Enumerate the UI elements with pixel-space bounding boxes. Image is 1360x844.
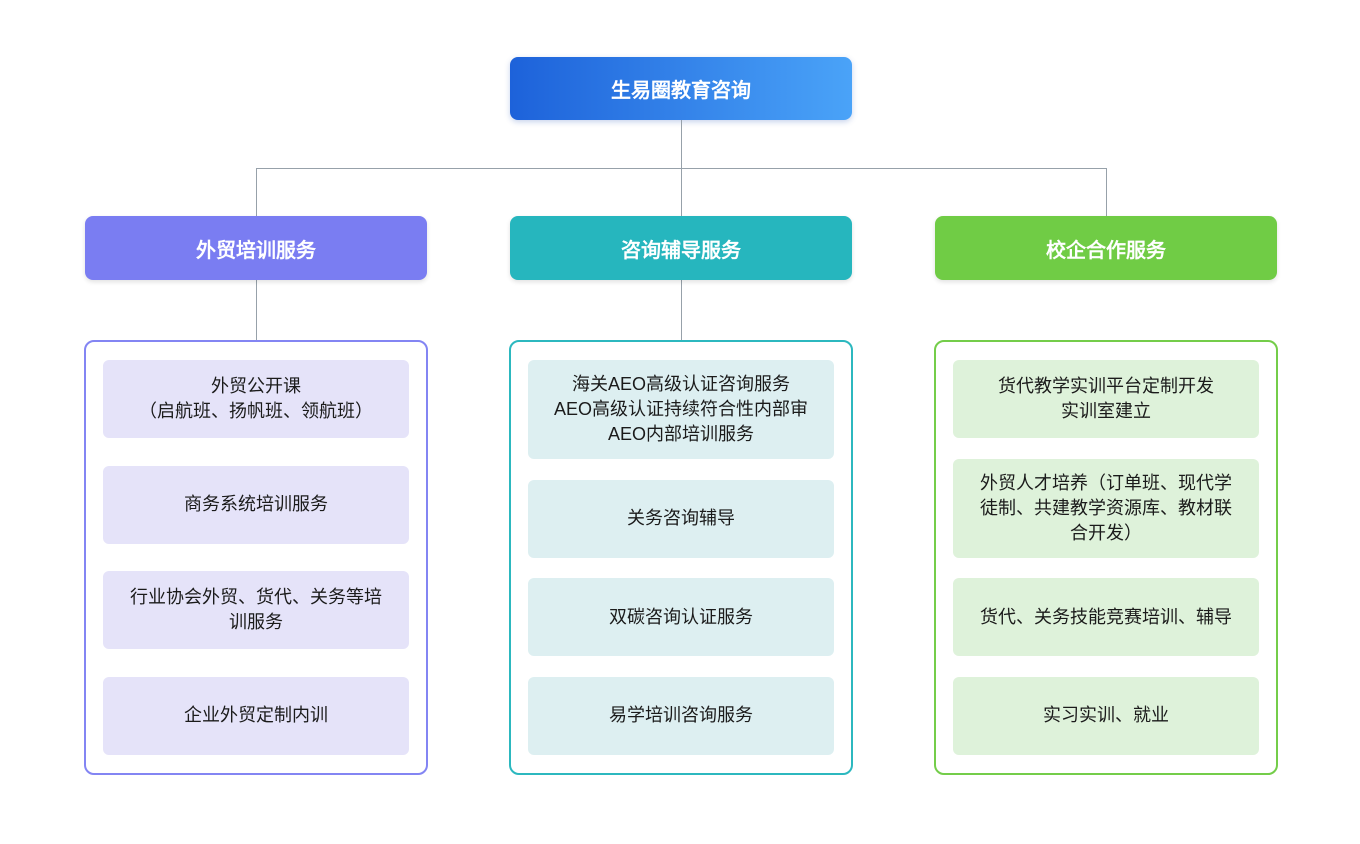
- branch-header-school-enterprise-coop: 校企合作服务: [935, 216, 1277, 280]
- connector-drop-branch-2: [681, 168, 682, 216]
- leaf-item: 实习实训、就业: [953, 676, 1259, 755]
- leaf-item: 易学培训咨询服务: [528, 676, 834, 755]
- root-node-label: 生易圈教育咨询: [611, 80, 751, 102]
- branch-header-label: 校企合作服务: [1046, 239, 1166, 262]
- connector-root-down: [681, 120, 682, 168]
- leaf-item: 外贸人才培养（订单班、现代学徒制、共建教学资源库、教材联合开发）: [953, 458, 1259, 558]
- leaf-item: 双碳咨询认证服务: [528, 578, 834, 657]
- branch-header-foreign-trade-training: 外贸培训服务: [85, 216, 427, 280]
- leaf-item: 货代教学实训平台定制开发 实训室建立: [953, 360, 1259, 438]
- branch-box-consulting-tutoring: 海关AEO高级认证咨询服务 AEO高级认证持续符合性内部审 AEO内部培训服务 …: [509, 340, 853, 775]
- leaf-item: 货代、关务技能竞赛培训、辅导: [953, 578, 1259, 657]
- leaf-item: 行业协会外贸、货代、关务等培训服务: [103, 571, 409, 650]
- leaf-item: 海关AEO高级认证咨询服务 AEO高级认证持续符合性内部审 AEO内部培训服务: [528, 360, 834, 459]
- connector-branch-2-box: [681, 280, 682, 340]
- branch-header-label: 外贸培训服务: [196, 239, 316, 262]
- branch-header-consulting-tutoring: 咨询辅导服务: [510, 216, 852, 280]
- connector-branch-1-box: [256, 280, 257, 340]
- leaf-item: 外贸公开课 （启航班、扬帆班、领航班）: [103, 360, 409, 438]
- connector-drop-branch-3: [1106, 168, 1107, 216]
- branch-box-foreign-trade-training: 外贸公开课 （启航班、扬帆班、领航班） 商务系统培训服务 行业协会外贸、货代、关…: [84, 340, 428, 775]
- branch-header-label: 咨询辅导服务: [621, 239, 741, 262]
- leaf-item: 关务咨询辅导: [528, 479, 834, 558]
- leaf-item: 商务系统培训服务: [103, 465, 409, 544]
- connector-drop-branch-1: [256, 168, 257, 216]
- leaf-item: 企业外贸定制内训: [103, 676, 409, 755]
- branch-box-school-enterprise-coop: 货代教学实训平台定制开发 实训室建立 外贸人才培养（订单班、现代学徒制、共建教学…: [934, 340, 1278, 775]
- root-node: 生易圈教育咨询: [510, 57, 852, 120]
